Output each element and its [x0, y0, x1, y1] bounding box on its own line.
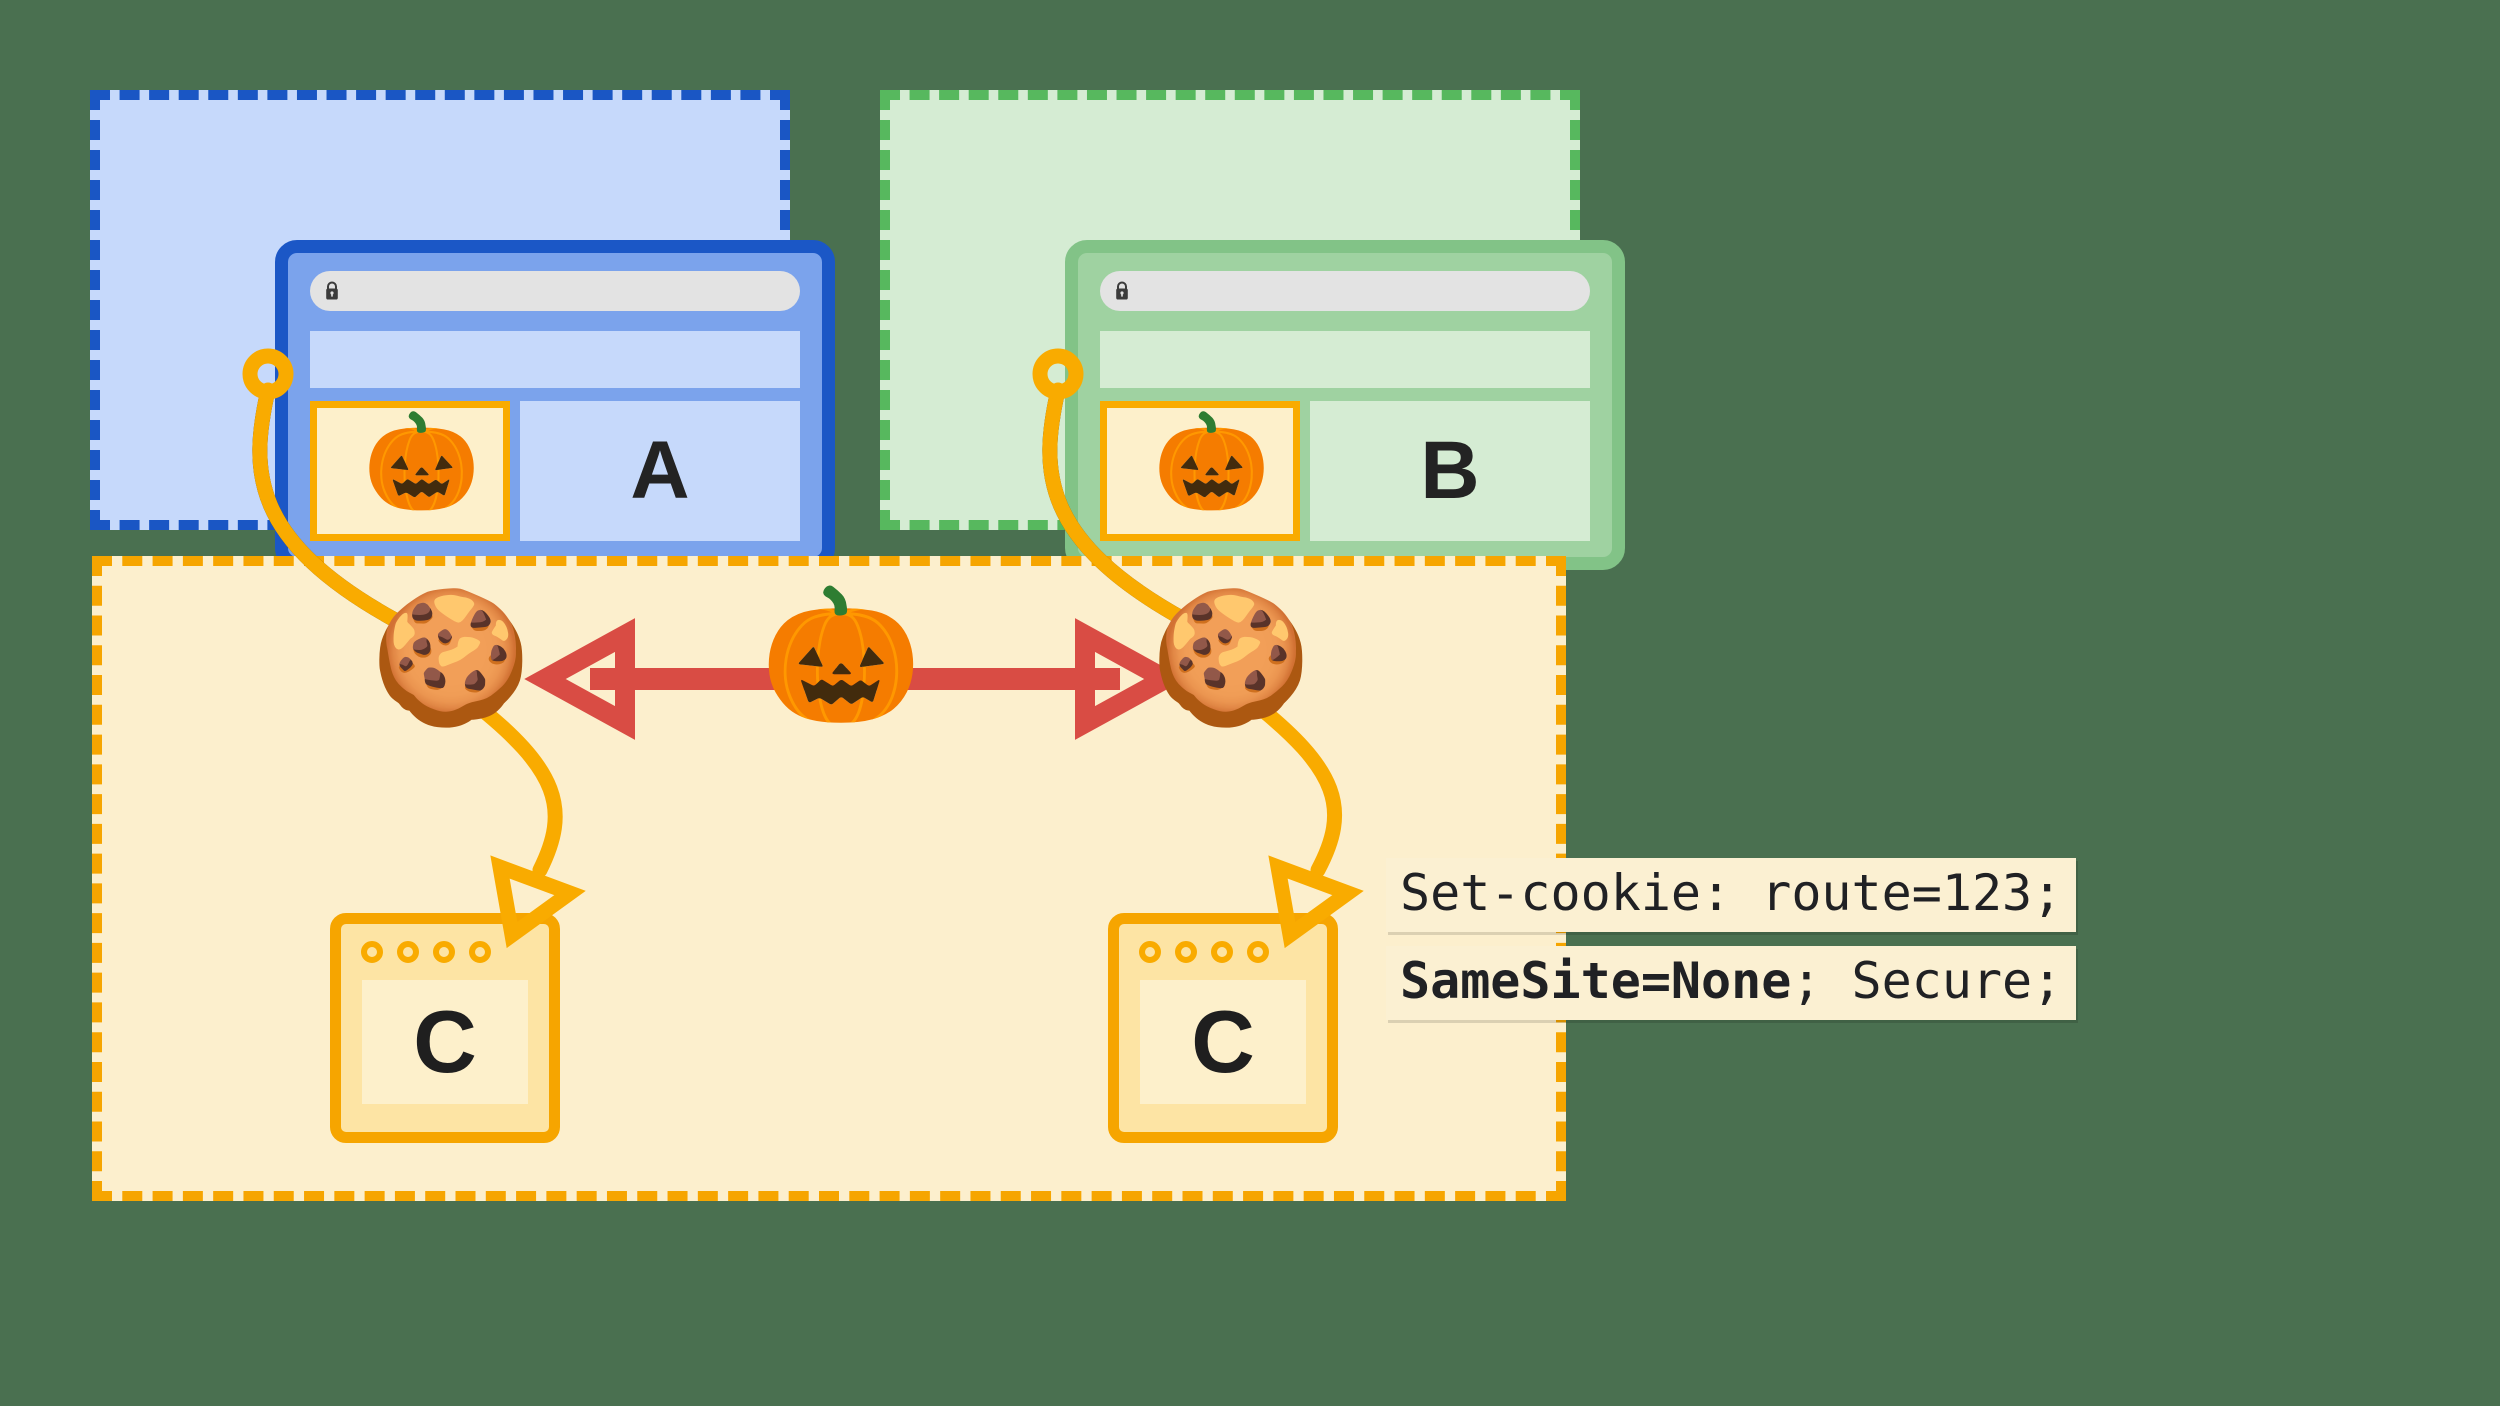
- server-letter-right: C: [1191, 992, 1255, 1091]
- window-dot-icon: [1211, 941, 1233, 963]
- pumpkin-icon: 🎃: [363, 408, 481, 517]
- site-letter-pane-b: B: [1310, 401, 1590, 541]
- callout-samesite-bold: SameSite=None: [1400, 952, 1792, 1010]
- cookie-icon: 🍪: [1150, 581, 1312, 733]
- site-letter-pane-a: A: [520, 401, 800, 541]
- server-window-c-right: C: [1108, 913, 1338, 1143]
- page-panes-a: 🎃 A: [310, 401, 800, 541]
- content-bar-b: [1100, 331, 1590, 388]
- server-titlebar-left: [341, 924, 549, 980]
- window-dot-icon: [397, 941, 419, 963]
- lock-icon: [326, 281, 338, 300]
- embedded-iframe-a: 🎃: [310, 401, 510, 541]
- lock-icon: [1116, 281, 1128, 300]
- server-screen-left: C: [362, 980, 528, 1104]
- site-a-boundary: 🎃 A: [90, 90, 835, 570]
- server-letter-left: C: [413, 992, 477, 1091]
- window-dot-icon: [469, 941, 491, 963]
- browser-window-b: 🎃 B: [1065, 240, 1625, 570]
- window-dot-icon: [1139, 941, 1161, 963]
- content-bar-a: [310, 331, 800, 388]
- address-bar-b[interactable]: [1100, 271, 1590, 311]
- address-bar-a[interactable]: [310, 271, 800, 311]
- callout-line-1-text: Set-cookie: route=123;: [1400, 864, 2063, 922]
- window-dot-icon: [1247, 941, 1269, 963]
- server-titlebar-right: [1119, 924, 1327, 980]
- cookie-icon: 🍪: [370, 581, 532, 733]
- site-letter-a: A: [630, 425, 690, 516]
- callout-samesite-line: SameSite=None; Secure;: [1386, 946, 2077, 1020]
- callout-set-cookie-line: Set-cookie: route=123;: [1386, 858, 2077, 932]
- embedded-iframe-b: 🎃: [1100, 401, 1300, 541]
- site-b-boundary: 🎃 B: [880, 90, 1625, 570]
- window-dot-icon: [361, 941, 383, 963]
- site-letter-b: B: [1420, 425, 1480, 516]
- callout-secure-text: ; Secure;: [1791, 952, 2063, 1010]
- server-screen-right: C: [1140, 980, 1306, 1104]
- pumpkin-icon: 🎃: [760, 579, 922, 731]
- window-dot-icon: [1175, 941, 1197, 963]
- window-dot-icon: [433, 941, 455, 963]
- page-panes-b: 🎃 B: [1100, 401, 1590, 541]
- server-window-c-left: C: [330, 913, 560, 1143]
- pumpkin-icon: 🎃: [1153, 408, 1271, 517]
- browser-window-a: 🎃 A: [275, 240, 835, 570]
